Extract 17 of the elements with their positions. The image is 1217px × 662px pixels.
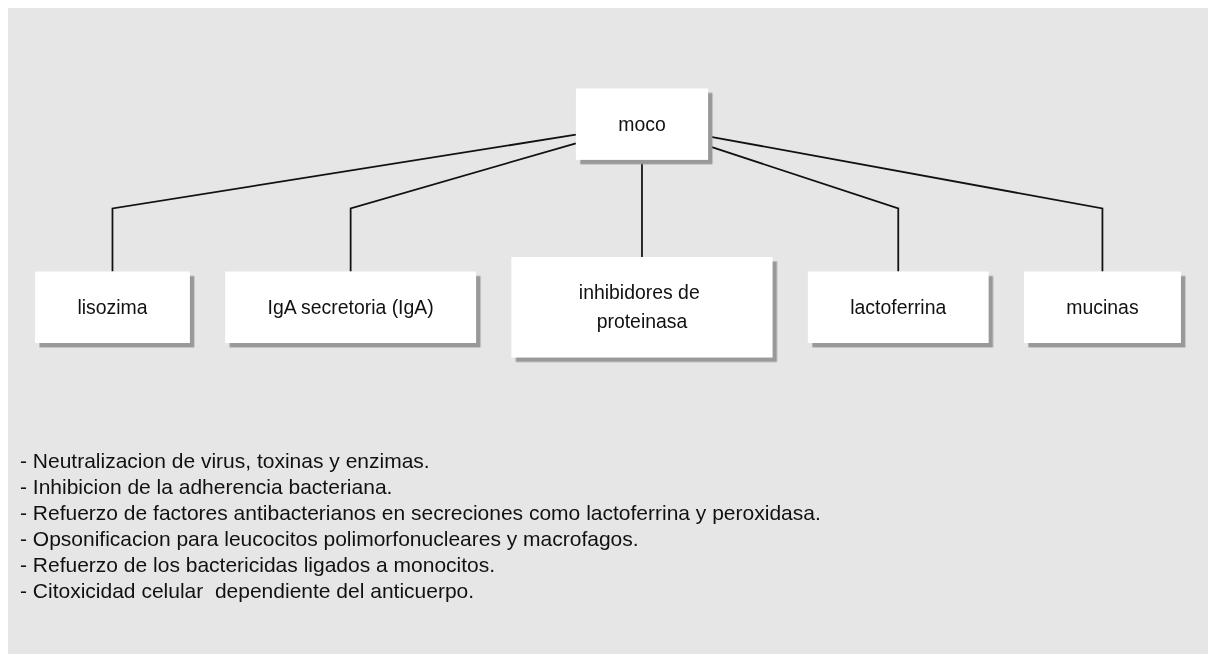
- connector: [641, 159, 643, 258]
- note-text: - Citoxicidad celular dependiente del anticuerpo.: [20, 578, 476, 604]
- node-box: moco: [575, 88, 709, 160]
- node-box: mucinas: [1023, 271, 1181, 343]
- connector: [707, 135, 1104, 273]
- node-box: IgA secretoria (IgA): [225, 271, 477, 343]
- node-box: lisozima: [35, 271, 190, 343]
- note-text: - Inhibicion de la adherencia bacteriana.: [20, 474, 394, 500]
- node-box: inhibidores de proteinasa: [511, 256, 773, 358]
- connector: [349, 142, 577, 273]
- node-box: lactoferrina: [807, 271, 989, 343]
- connector: [111, 133, 577, 273]
- connector: [707, 145, 900, 273]
- note-text: - Refuerzo de factores antibacterianos en secreciones como lactoferrina y peroxidasa.: [20, 500, 821, 526]
- note-text: - Neutralizacion de virus, toxinas y enzimas.: [20, 448, 431, 474]
- note-text: - Opsonificacion para leucocitos polimorfonucleares y macrofagos.: [20, 526, 640, 552]
- note-text: - Refuerzo de los bactericidas ligados a monocitos.: [20, 552, 497, 578]
